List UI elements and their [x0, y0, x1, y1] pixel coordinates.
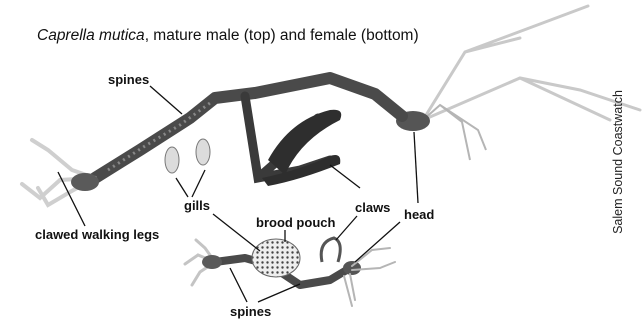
label-spines-bottom: spines — [230, 304, 271, 319]
leader-spines-bottom-1 — [230, 268, 247, 302]
male-gill-2 — [196, 139, 210, 165]
label-head: head — [404, 207, 434, 222]
leader-claws-lower — [336, 216, 357, 240]
brood-pouch — [252, 239, 300, 277]
label-clawed-walking-legs: clawed walking legs — [35, 227, 159, 242]
leader-gills-2 — [192, 170, 205, 197]
photo-credit: Salem Sound Coastwatch — [611, 90, 625, 234]
label-claws: claws — [355, 200, 390, 215]
title-description: , mature male (top) and female (bottom) — [145, 27, 419, 44]
leader-claws-upper — [330, 165, 360, 188]
leader-spines-bottom-2 — [258, 284, 300, 302]
label-brood-pouch: brood pouch — [256, 215, 335, 230]
label-spines-top: spines — [108, 72, 149, 87]
leader-gills-1 — [176, 178, 188, 197]
male-antennae — [423, 6, 640, 120]
male-gill-1 — [165, 147, 179, 173]
leader-spines-top — [150, 86, 182, 114]
species-name: Caprella mutica — [37, 27, 145, 44]
female-antennae — [344, 248, 395, 306]
figure-title: Caprella mutica, mature male (top) and f… — [37, 27, 419, 45]
female-head — [343, 261, 361, 275]
leader-head-top — [414, 132, 418, 203]
leader-head-bottom — [355, 222, 400, 262]
leader-gills-bottom — [213, 214, 260, 251]
female-claw — [321, 238, 340, 262]
label-gills: gills — [184, 198, 210, 213]
female-specimen — [185, 238, 395, 306]
